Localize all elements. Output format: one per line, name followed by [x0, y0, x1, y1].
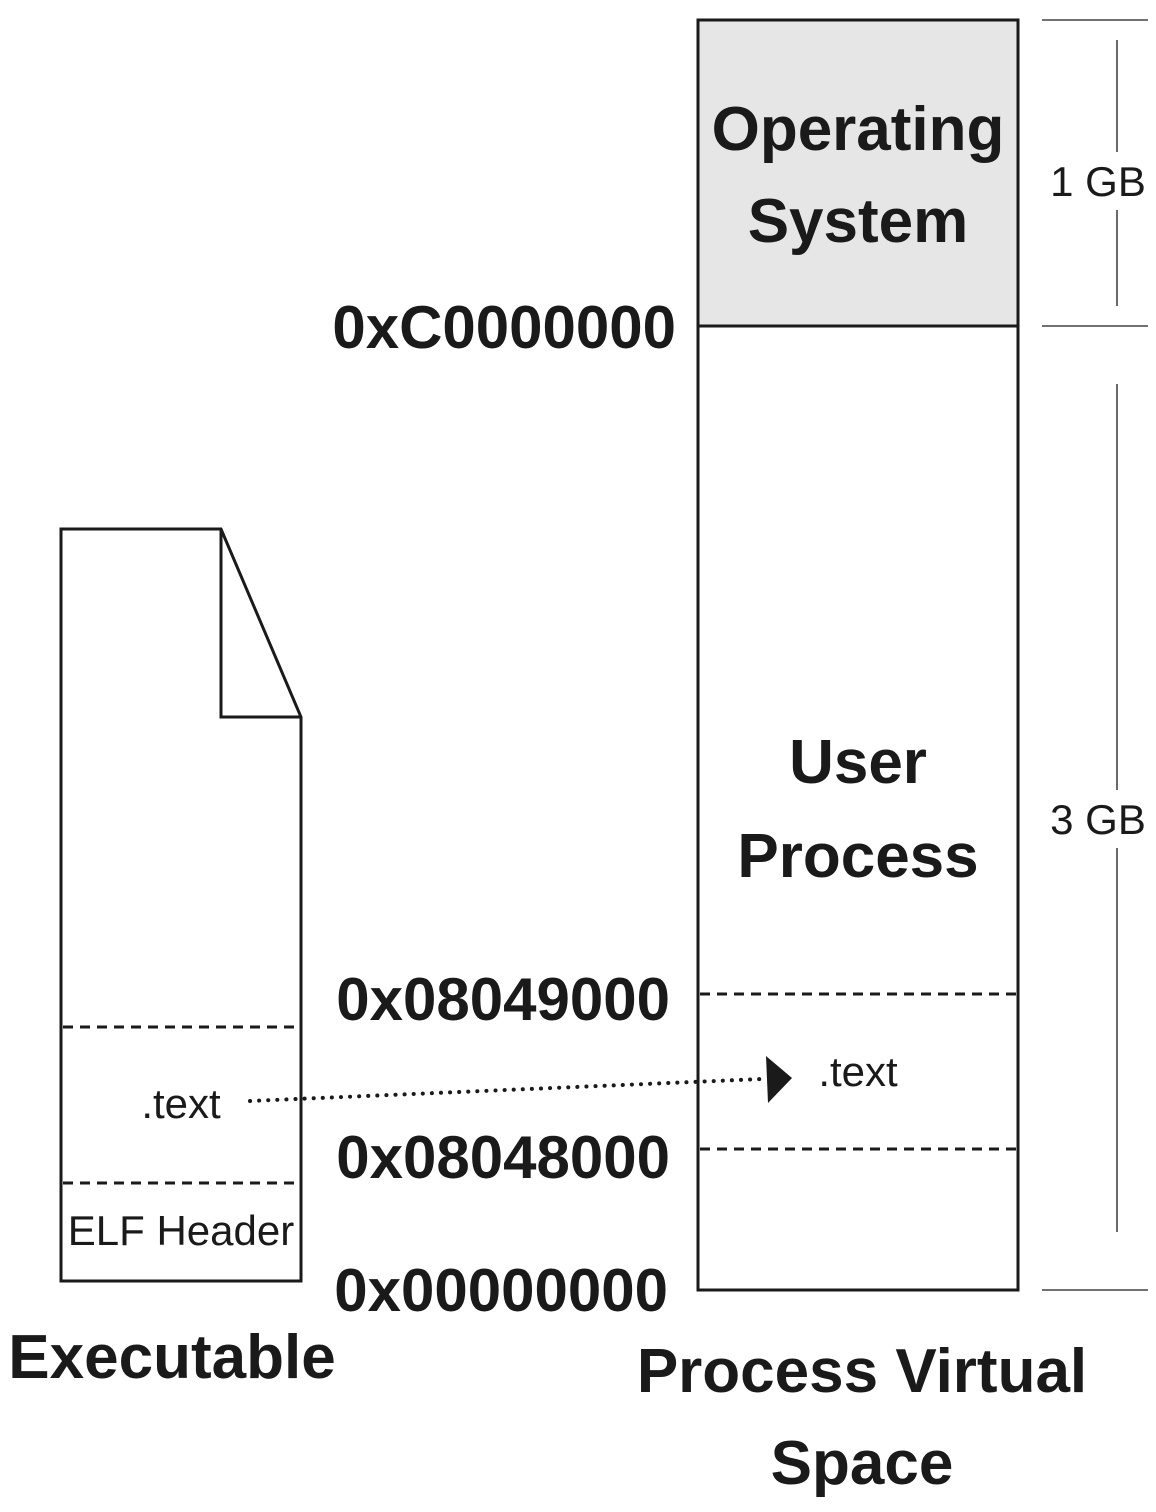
address-zero: 0x00000000: [334, 1257, 668, 1324]
executable-caption: Executable: [8, 1323, 335, 1392]
process-virtual-space: Operating System User Process .text: [696, 18, 1020, 1292]
size-label-os: 1 GB: [1050, 158, 1146, 205]
operating-system-region: [696, 18, 1020, 328]
process-virtual-space-caption-line1: Process Virtual: [637, 1337, 1087, 1406]
user-process-region: [696, 324, 1020, 1292]
mapping-arrowhead: [766, 1056, 792, 1103]
text-mapping-arrow: [248, 1056, 792, 1103]
executable-file-outline: [59, 527, 303, 1283]
process-virtual-space-caption-line2: Space: [771, 1429, 954, 1498]
address-text-start: 0x08048000: [336, 1124, 670, 1191]
size-scale: 1 GB 3 GB: [1042, 19, 1148, 1291]
operating-system-label-line1: Operating: [712, 95, 1005, 164]
operating-system-label-line2: System: [748, 187, 969, 256]
user-process-label-line1: User: [789, 728, 927, 797]
file-dog-ear: [219, 529, 301, 719]
address-text-end: 0x08049000: [336, 966, 670, 1033]
executable-file: .text ELF Header: [59, 527, 303, 1283]
user-process-label-line2: Process: [737, 822, 978, 891]
address-kernel-start: 0xC0000000: [332, 294, 676, 361]
size-label-user: 3 GB: [1050, 796, 1146, 843]
mapping-dotted-line: [248, 1077, 764, 1103]
elf-header-label: ELF Header: [68, 1207, 294, 1254]
executable-text-section-label: .text: [141, 1080, 221, 1127]
vspace-text-section-label: .text: [818, 1048, 898, 1095]
